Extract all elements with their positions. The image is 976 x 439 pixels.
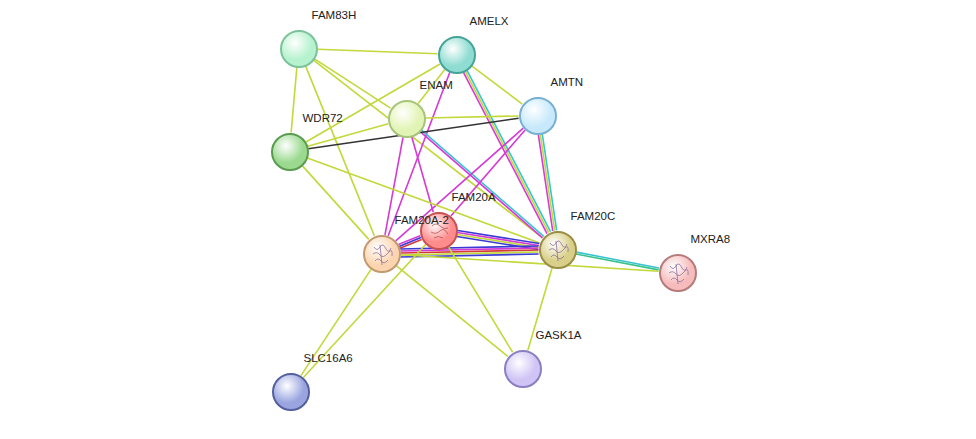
interaction-edge: [425, 116, 518, 118]
node-label: AMELX: [470, 14, 509, 28]
structure-thumbnail: [365, 237, 399, 271]
interaction-edge: [538, 134, 556, 231]
protein-node: GASK1A: [504, 350, 542, 388]
evidence-line: [448, 247, 512, 353]
evidence-line: [303, 244, 425, 377]
protein-node: FAM20C: [539, 231, 577, 269]
interaction-edge: [396, 266, 508, 357]
evidence-line: [398, 236, 420, 245]
evidence-line: [400, 255, 658, 272]
interaction-edge: [306, 64, 440, 142]
protein-node: FAM83H: [280, 30, 318, 68]
evidence-line: [314, 59, 390, 108]
node-label: FAM20A-2: [395, 213, 449, 227]
evidence-line: [396, 266, 508, 357]
protein-node: FAM20A-2: [363, 235, 401, 273]
evidence-line: [540, 134, 554, 230]
protein-node: SLC16A6: [272, 373, 310, 411]
evidence-line: [425, 116, 518, 118]
node-label: FAM83H: [312, 8, 357, 22]
protein-node: WDR72: [271, 133, 309, 171]
structure-thumbnail: [541, 233, 575, 267]
node-label: SLC16A6: [304, 351, 353, 365]
interaction-edge: [303, 244, 425, 377]
evidence-line: [399, 238, 421, 247]
evidence-line: [291, 67, 297, 132]
interaction-edge: [398, 236, 421, 248]
node-label: WDR72: [303, 111, 343, 125]
evidence-line: [306, 64, 440, 142]
structure-trace: [549, 240, 568, 260]
interaction-edge: [317, 49, 437, 54]
structure-trace: [431, 224, 448, 238]
interaction-edge: [306, 66, 375, 236]
protein-node: AMELX: [438, 36, 476, 74]
interaction-edge: [448, 247, 512, 353]
node-label: FAM20A: [452, 190, 496, 204]
interaction-edge: [451, 130, 525, 216]
interaction-edge: [314, 59, 390, 108]
evidence-line: [542, 134, 556, 230]
interaction-edge: [314, 60, 543, 238]
node-label: AMTN: [551, 75, 584, 89]
structure-trace: [373, 244, 392, 264]
interaction-edge: [400, 255, 658, 272]
protein-node: ENAM: [388, 100, 426, 138]
evidence-line: [451, 130, 525, 216]
evidence-line: [538, 135, 552, 231]
protein-node: MXRA8: [659, 254, 697, 292]
node-label: FAM20C: [571, 209, 616, 223]
node-label: GASK1A: [536, 328, 582, 342]
interaction-edge: [291, 67, 297, 132]
evidence-line: [400, 239, 422, 248]
structure-trace: [669, 263, 688, 283]
interaction-edge: [301, 269, 371, 375]
evidence-line: [576, 252, 659, 268]
evidence-line: [306, 66, 375, 236]
node-label: ENAM: [420, 78, 453, 92]
protein-node: AMTN: [519, 97, 557, 135]
evidence-line: [301, 269, 371, 375]
evidence-line: [317, 49, 437, 54]
evidence-line: [314, 60, 543, 238]
node-label: MXRA8: [691, 232, 731, 246]
structure-thumbnail: [661, 256, 695, 290]
